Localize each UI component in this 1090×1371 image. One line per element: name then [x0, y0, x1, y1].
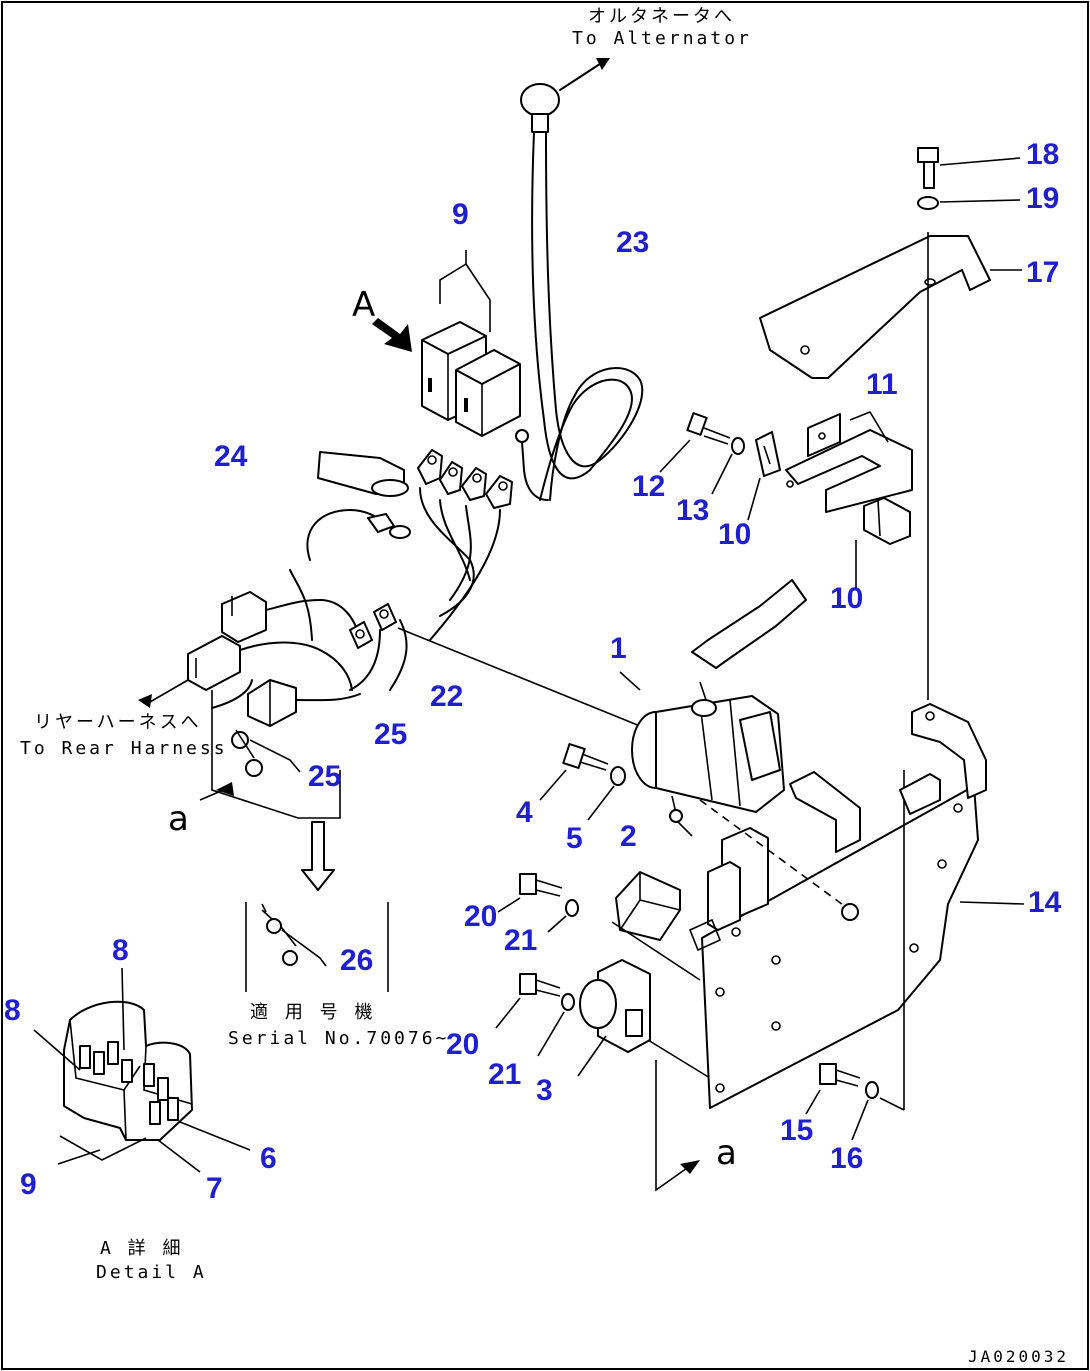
callout-18: 18 — [1026, 138, 1060, 171]
view-a-lower-right-label: a — [716, 1133, 737, 1173]
callout-13: 13 — [676, 494, 710, 527]
serial-note-en: Serial No.70076~ — [228, 1028, 450, 1049]
callout-4: 4 — [516, 796, 533, 829]
bracket-10-lower — [855, 497, 911, 590]
callout-21-lower: 21 — [488, 1058, 522, 1091]
bolt-4 — [539, 743, 609, 801]
callout-3: 3 — [536, 1074, 553, 1107]
callout-15: 15 — [780, 1114, 814, 1147]
rear-harness-note-jp: リヤーハーネスへ — [34, 712, 202, 733]
serial-note-jp: 適 用 号 機 — [250, 1002, 376, 1023]
bolt-20-lower — [495, 973, 561, 1029]
serial-detail-arrow — [301, 821, 335, 891]
callout-22: 22 — [430, 680, 464, 713]
detail-a-relays — [33, 967, 251, 1173]
washer-19 — [917, 196, 1021, 210]
callout-6: 6 — [260, 1142, 277, 1175]
callout-25-upper: 25 — [374, 718, 408, 751]
callout-5: 5 — [566, 822, 583, 855]
callout-8-left: 8 — [4, 994, 21, 1027]
callout-8-top: 8 — [112, 934, 129, 967]
alternator-note-en: To Alternator — [572, 28, 752, 49]
view-a-lower-left-label: a — [168, 799, 189, 839]
bracket-plate-17 — [759, 232, 991, 700]
washer-16 — [851, 1081, 879, 1141]
callout-14: 14 — [1028, 886, 1062, 919]
bolt-20-upper — [497, 873, 563, 913]
callout-19: 19 — [1026, 182, 1060, 215]
alternator-note-jp: オルタネータへ — [588, 6, 735, 27]
callout-10-upper: 10 — [718, 518, 752, 551]
serial-detail-26 — [245, 902, 389, 992]
starter-motor-1 — [619, 579, 807, 837]
callout-9-detail: 9 — [20, 1168, 37, 1201]
detail-a-note-jp: A 詳 細 — [100, 1238, 184, 1259]
callout-16: 16 — [830, 1142, 864, 1175]
relay-pair-9 — [372, 250, 521, 437]
callout-17: 17 — [1026, 256, 1060, 289]
view-a-lower-marker — [655, 1060, 700, 1192]
alternator-cable-23 — [515, 58, 644, 501]
callout-12: 12 — [632, 470, 666, 503]
switch-2 — [611, 871, 701, 981]
wiring-harness-24 — [138, 449, 513, 819]
callout-20-lower: 20 — [446, 1028, 480, 1061]
callout-21-upper: 21 — [504, 924, 538, 957]
callout-11: 11 — [866, 368, 898, 401]
callout-24: 24 — [214, 440, 248, 473]
washer-21-upper — [547, 899, 579, 933]
callout-10-lower: 10 — [830, 582, 864, 615]
rear-harness-note-en: To Rear Harness — [20, 738, 228, 759]
callout-20-upper: 20 — [464, 900, 498, 933]
bolt-15 — [805, 1063, 861, 1115]
washer-13 — [711, 437, 745, 495]
callout-7: 7 — [206, 1172, 223, 1205]
callout-9: 9 — [452, 198, 469, 231]
washer-5 — [587, 766, 626, 821]
bracket-10-upper — [755, 431, 781, 477]
callout-23: 23 — [616, 226, 650, 259]
callout-2: 2 — [620, 820, 637, 853]
callout-26: 26 — [340, 944, 374, 977]
view-a-label: A — [352, 285, 376, 325]
callout-25-lower: 25 — [308, 760, 342, 793]
drawing-code: JA020032 — [968, 1347, 1070, 1366]
mounting-plate-14 — [688, 703, 1025, 1111]
bolt-18 — [917, 147, 1021, 189]
washer-21-lower — [537, 993, 575, 1057]
detail-a-note-en: Detail A — [96, 1262, 207, 1283]
circuit-breaker-3 — [579, 959, 711, 1079]
bracket-11 — [785, 411, 913, 513]
bolt-12 — [659, 412, 731, 473]
callout-1: 1 — [610, 632, 627, 665]
